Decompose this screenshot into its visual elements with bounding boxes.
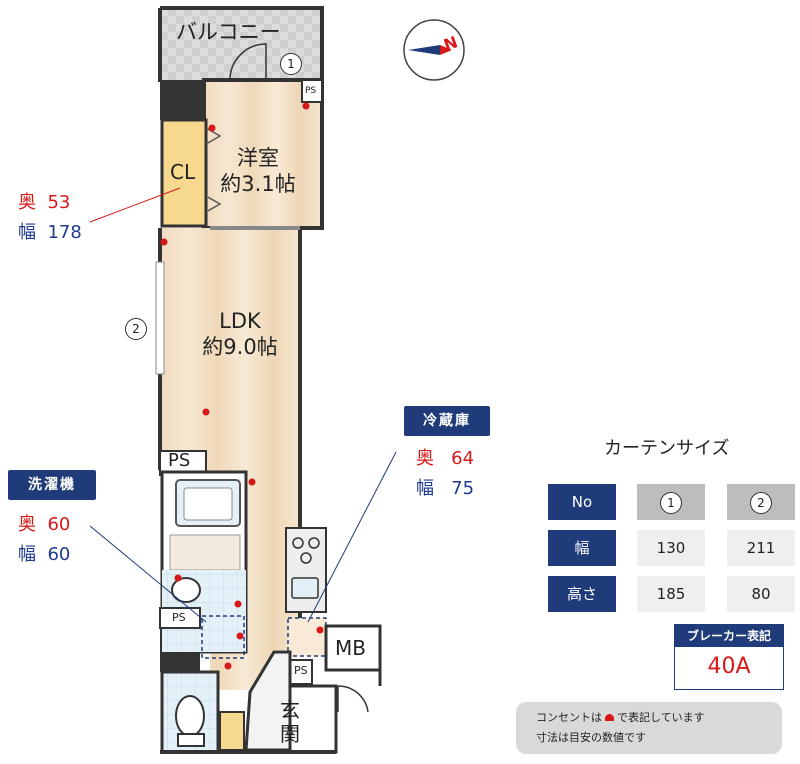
fridge-depth-value: 64 — [451, 448, 475, 469]
curtain-width-2: 211 — [727, 530, 795, 566]
cl-dimensions: 奥 53 幅 178 — [18, 190, 82, 246]
ps-label-left: PS — [168, 450, 191, 471]
fridge-space — [287, 617, 327, 657]
window-marker-2: 2 — [125, 318, 147, 340]
washer-width-value: 60 — [47, 544, 71, 565]
ldk-name: LDK — [219, 309, 261, 333]
curtain-row-height-label: 高さ — [548, 576, 616, 612]
curtain-row-width-label: 幅 — [548, 530, 616, 566]
fridge-tag: 冷蔵庫 — [404, 406, 490, 436]
washer-space — [201, 615, 245, 659]
entrance-name: 玄関 — [280, 698, 300, 746]
washer-tag: 洗濯機 — [8, 470, 96, 500]
curtain-header-1: 1 — [637, 484, 705, 520]
washer-depth-value: 60 — [47, 514, 71, 535]
curtain-header-no: No — [548, 484, 616, 520]
breaker-label: ブレーカー表記 — [675, 625, 783, 647]
closet-floor — [162, 120, 206, 226]
breaker-value: 40A — [707, 654, 751, 679]
fridge-leader — [307, 451, 397, 623]
window-marker-1: 1 — [280, 53, 302, 75]
western-room-size: 約3.1帖 — [220, 172, 296, 196]
compass-icon — [403, 19, 465, 81]
washbasin — [171, 577, 201, 603]
curtain-title: カーテンサイズ — [604, 438, 730, 459]
breaker-box: ブレーカー表記 40A — [674, 624, 784, 690]
note-box: コンセントは で表記しています 寸法は目安の数値です — [516, 702, 782, 754]
curtain-height-1: 185 — [637, 576, 705, 612]
ldk-floor — [162, 228, 300, 690]
curtain-height-2: 80 — [727, 576, 795, 612]
ldk-size: 約9.0帖 — [202, 335, 278, 359]
outlet-icon — [605, 714, 614, 721]
ps-label-kitchen: PS — [294, 664, 308, 677]
note-line2: 寸法は目安の数値です — [536, 731, 646, 744]
washer-depth-label: 奥 — [18, 514, 36, 535]
curtain-width-1: 130 — [637, 530, 705, 566]
closet-label: CL — [170, 160, 196, 184]
washer-width-label: 幅 — [18, 544, 36, 565]
fridge-dimensions: 奥 64 幅 75 — [416, 446, 474, 502]
cl-depth-value: 53 — [47, 192, 71, 213]
entrance-label: 玄関 — [280, 698, 302, 746]
wall-block — [160, 80, 206, 120]
curtain-header-2: 2 — [727, 484, 795, 520]
western-room-name: 洋室 — [237, 146, 279, 170]
western-room-label: 洋室 約3.1帖 — [218, 145, 298, 197]
washer-dimensions: 奥 60 幅 60 — [18, 512, 70, 568]
cl-width-value: 178 — [47, 222, 82, 243]
fridge-width-value: 75 — [451, 478, 475, 499]
note-line1-post: で表記しています — [617, 711, 705, 724]
cl-depth-label: 奥 — [18, 192, 36, 213]
ps-label-wash: PS — [172, 611, 186, 624]
fridge-depth-label: 奥 — [416, 448, 434, 469]
washer-leader — [89, 525, 207, 623]
toilet-icon — [175, 695, 205, 737]
ps-label-top: PS — [305, 86, 317, 96]
cl-leader — [89, 187, 181, 223]
outlet-markers — [160, 102, 324, 670]
fridge-width-label: 幅 — [416, 478, 434, 499]
mb-label: MB — [335, 636, 366, 660]
ldk-label: LDK 約9.0帖 — [190, 308, 290, 360]
cl-width-label: 幅 — [18, 222, 36, 243]
note-line1-pre: コンセントは — [536, 711, 602, 724]
balcony-label: バルコニー — [176, 20, 281, 44]
